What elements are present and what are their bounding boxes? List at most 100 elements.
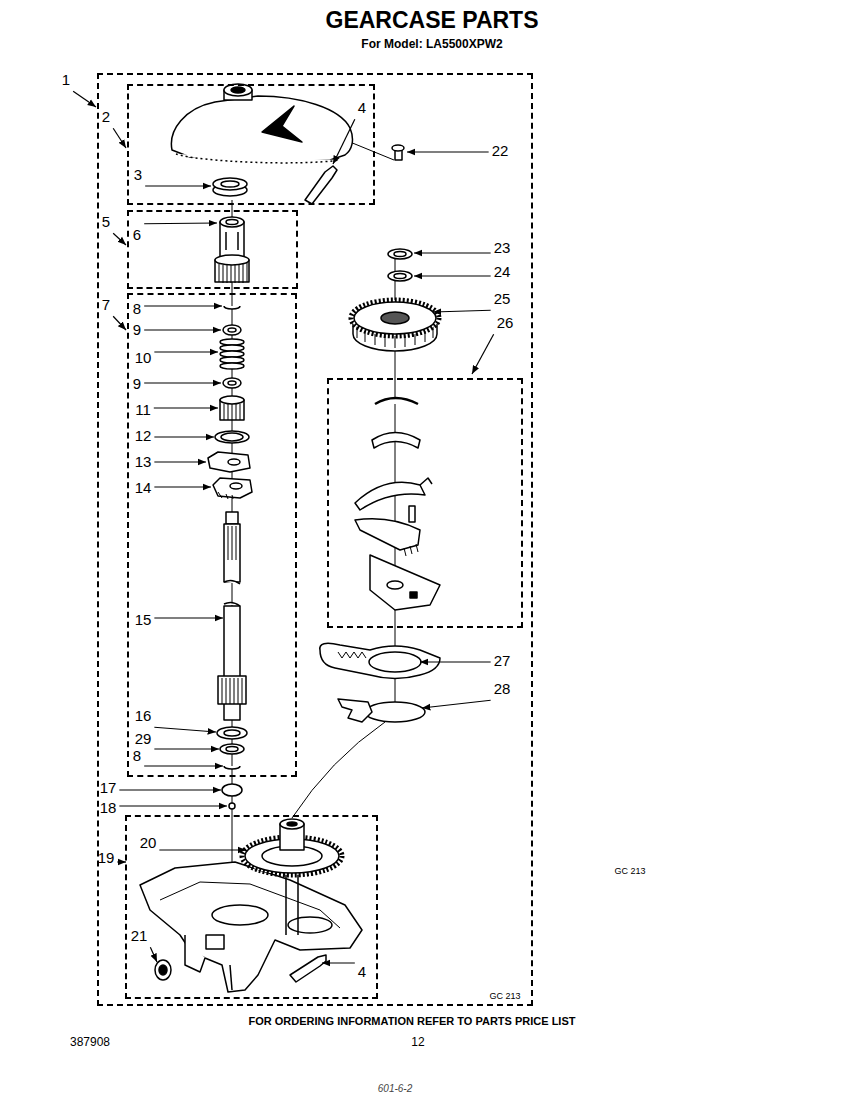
pinion-part	[220, 217, 244, 227]
leader-line	[422, 700, 491, 708]
cover-part	[231, 87, 245, 93]
washer-part	[388, 271, 412, 281]
shaft-part	[229, 803, 235, 809]
gear-part	[351, 300, 439, 336]
housing-part	[230, 965, 232, 990]
callout-number: 18	[100, 800, 117, 817]
grease-tube	[305, 166, 337, 204]
seal-part	[213, 178, 247, 196]
callout-number: 25	[494, 291, 511, 308]
washer-part	[388, 249, 412, 281]
callout-number: 28	[494, 681, 511, 698]
leader-line	[420, 661, 491, 662]
callout-number: 21	[131, 928, 148, 945]
note-text: 387908	[70, 1036, 110, 1049]
shifter-parts	[410, 592, 417, 598]
leader-line	[154, 436, 214, 437]
shaft-parts	[220, 363, 244, 369]
callout-number: 20	[140, 835, 157, 852]
callout-number: 16	[135, 708, 152, 725]
callout-number: 19	[98, 850, 115, 867]
leader-line	[414, 252, 491, 253]
axis-line	[292, 722, 385, 818]
callout-number: 6	[133, 227, 141, 244]
shaft-parts	[215, 431, 249, 443]
callout-number: 12	[135, 428, 152, 445]
cover-part	[176, 154, 340, 163]
pinion-part	[237, 232, 239, 250]
leader-line	[113, 128, 126, 148]
callout-number: 10	[135, 350, 152, 367]
callout-number: 11	[135, 402, 151, 419]
shaft-parts	[228, 328, 236, 332]
note-text: For Model: LA5500XPW2	[361, 38, 502, 51]
cover-part	[224, 84, 252, 96]
gear-part	[354, 302, 436, 334]
callout-number: 27	[494, 653, 511, 670]
leader-line	[154, 727, 216, 732]
leader-line	[159, 849, 246, 850]
callout-number: 17	[100, 780, 117, 797]
gear-part	[280, 819, 304, 829]
note-text: GC 213	[614, 867, 645, 877]
leader-line	[113, 233, 126, 245]
leader-line	[144, 765, 223, 766]
lever-part	[369, 652, 421, 672]
callout-number: 8	[133, 301, 141, 318]
leader-line	[333, 119, 355, 164]
fork-part	[338, 699, 425, 722]
shaft-parts	[224, 404, 240, 420]
gear-part	[381, 312, 409, 324]
callout-number: 9	[133, 322, 141, 339]
callout-number: 29	[135, 731, 152, 748]
callout-number: 22	[492, 143, 509, 160]
shaft-parts	[223, 325, 241, 335]
washer-part	[388, 249, 412, 259]
shaft-parts	[221, 433, 243, 441]
leader-line	[154, 486, 211, 487]
seal-part	[159, 965, 167, 975]
shifter-parts	[404, 544, 418, 556]
group-box: 25726191	[97, 73, 533, 1006]
shaft-parts	[228, 459, 240, 465]
shaft-part	[218, 676, 246, 704]
leader-line	[414, 275, 491, 276]
shaft-parts	[220, 345, 244, 351]
shaft-part	[220, 744, 244, 754]
leader-line	[154, 407, 218, 408]
shaft-parts	[213, 478, 252, 498]
note-text: FOR ORDERING INFORMATION REFER TO PARTS …	[249, 1015, 576, 1027]
callout-number: 13	[135, 454, 152, 471]
cover-part	[171, 84, 352, 163]
leader-line	[113, 316, 126, 330]
leader-line	[144, 222, 217, 224]
gear-part	[351, 300, 439, 351]
shifter-parts	[372, 433, 420, 449]
callout-number: 1	[62, 72, 70, 89]
callout-number: 23	[494, 240, 511, 257]
fork-part	[338, 699, 372, 722]
leader-line	[144, 382, 221, 383]
cover-part	[171, 96, 352, 161]
shifter-parts	[387, 581, 403, 589]
leader-line	[154, 617, 223, 618]
screw-part	[392, 145, 404, 151]
housing-part	[206, 935, 224, 949]
leader-line	[117, 861, 126, 862]
shaft-parts	[220, 357, 244, 363]
pinion-part	[226, 220, 238, 225]
housing-part	[140, 862, 362, 992]
callout-number: 7	[102, 297, 110, 314]
shaft-part	[224, 730, 240, 736]
shaft-parts	[224, 306, 240, 309]
callout-number: 3	[134, 167, 142, 184]
shaft-part	[224, 766, 240, 769]
washer-part	[394, 252, 406, 257]
seal-part	[213, 178, 247, 190]
shifter-parts	[420, 478, 432, 485]
shaft-parts	[208, 452, 250, 472]
shifter-parts	[375, 398, 418, 404]
group-box: 2	[127, 84, 375, 205]
